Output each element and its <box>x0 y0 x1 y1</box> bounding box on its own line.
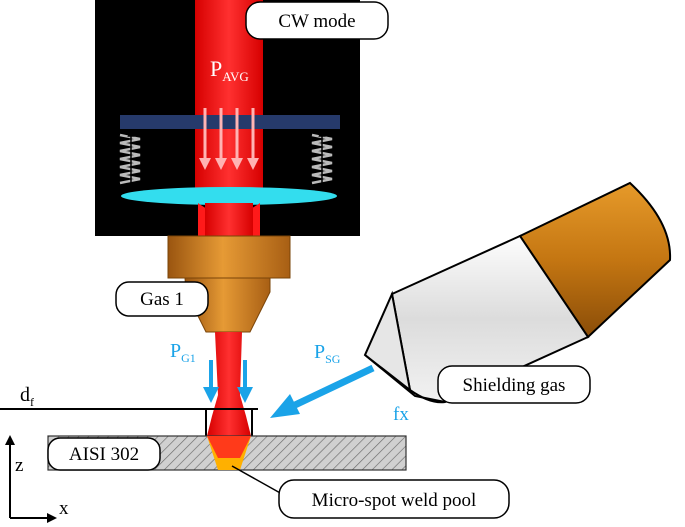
beam-arrows-icon <box>199 108 259 170</box>
fx-label: fx <box>393 404 409 425</box>
material-box <box>47 437 161 471</box>
nozzle-top <box>167 235 291 279</box>
shielding-gas-arrow-icon <box>270 364 375 418</box>
shielding-gas-box <box>437 365 591 404</box>
cw-mode-label: CW mode <box>278 11 355 32</box>
shielding-gas-nozzle <box>363 181 672 404</box>
material-label: AISI 302 <box>69 444 139 465</box>
gas1-box <box>115 281 209 317</box>
weld-pool-box <box>278 479 510 519</box>
gas1-arrows-icon <box>203 360 253 403</box>
axes-icon <box>5 435 57 523</box>
df-marker-icon <box>205 408 253 436</box>
weld-pool-label: Micro-spot weld pool <box>312 490 477 511</box>
spring-left-icon <box>119 133 141 185</box>
avg-power-label: PAVG <box>210 56 249 84</box>
gas1-power-label: PG1 <box>170 340 196 365</box>
shielding-gas-label: Shielding gas <box>463 375 566 396</box>
axis-x-label: x <box>59 498 69 519</box>
mount-plate <box>120 115 340 129</box>
focusing-lens <box>121 187 337 205</box>
axis-z-label: z <box>15 455 23 476</box>
gas1-label: Gas 1 <box>140 289 184 310</box>
df-label: df <box>20 384 34 409</box>
cw-mode-box <box>245 1 389 40</box>
shielding-power-label: PSG <box>314 341 341 366</box>
spring-right-icon <box>311 133 333 185</box>
